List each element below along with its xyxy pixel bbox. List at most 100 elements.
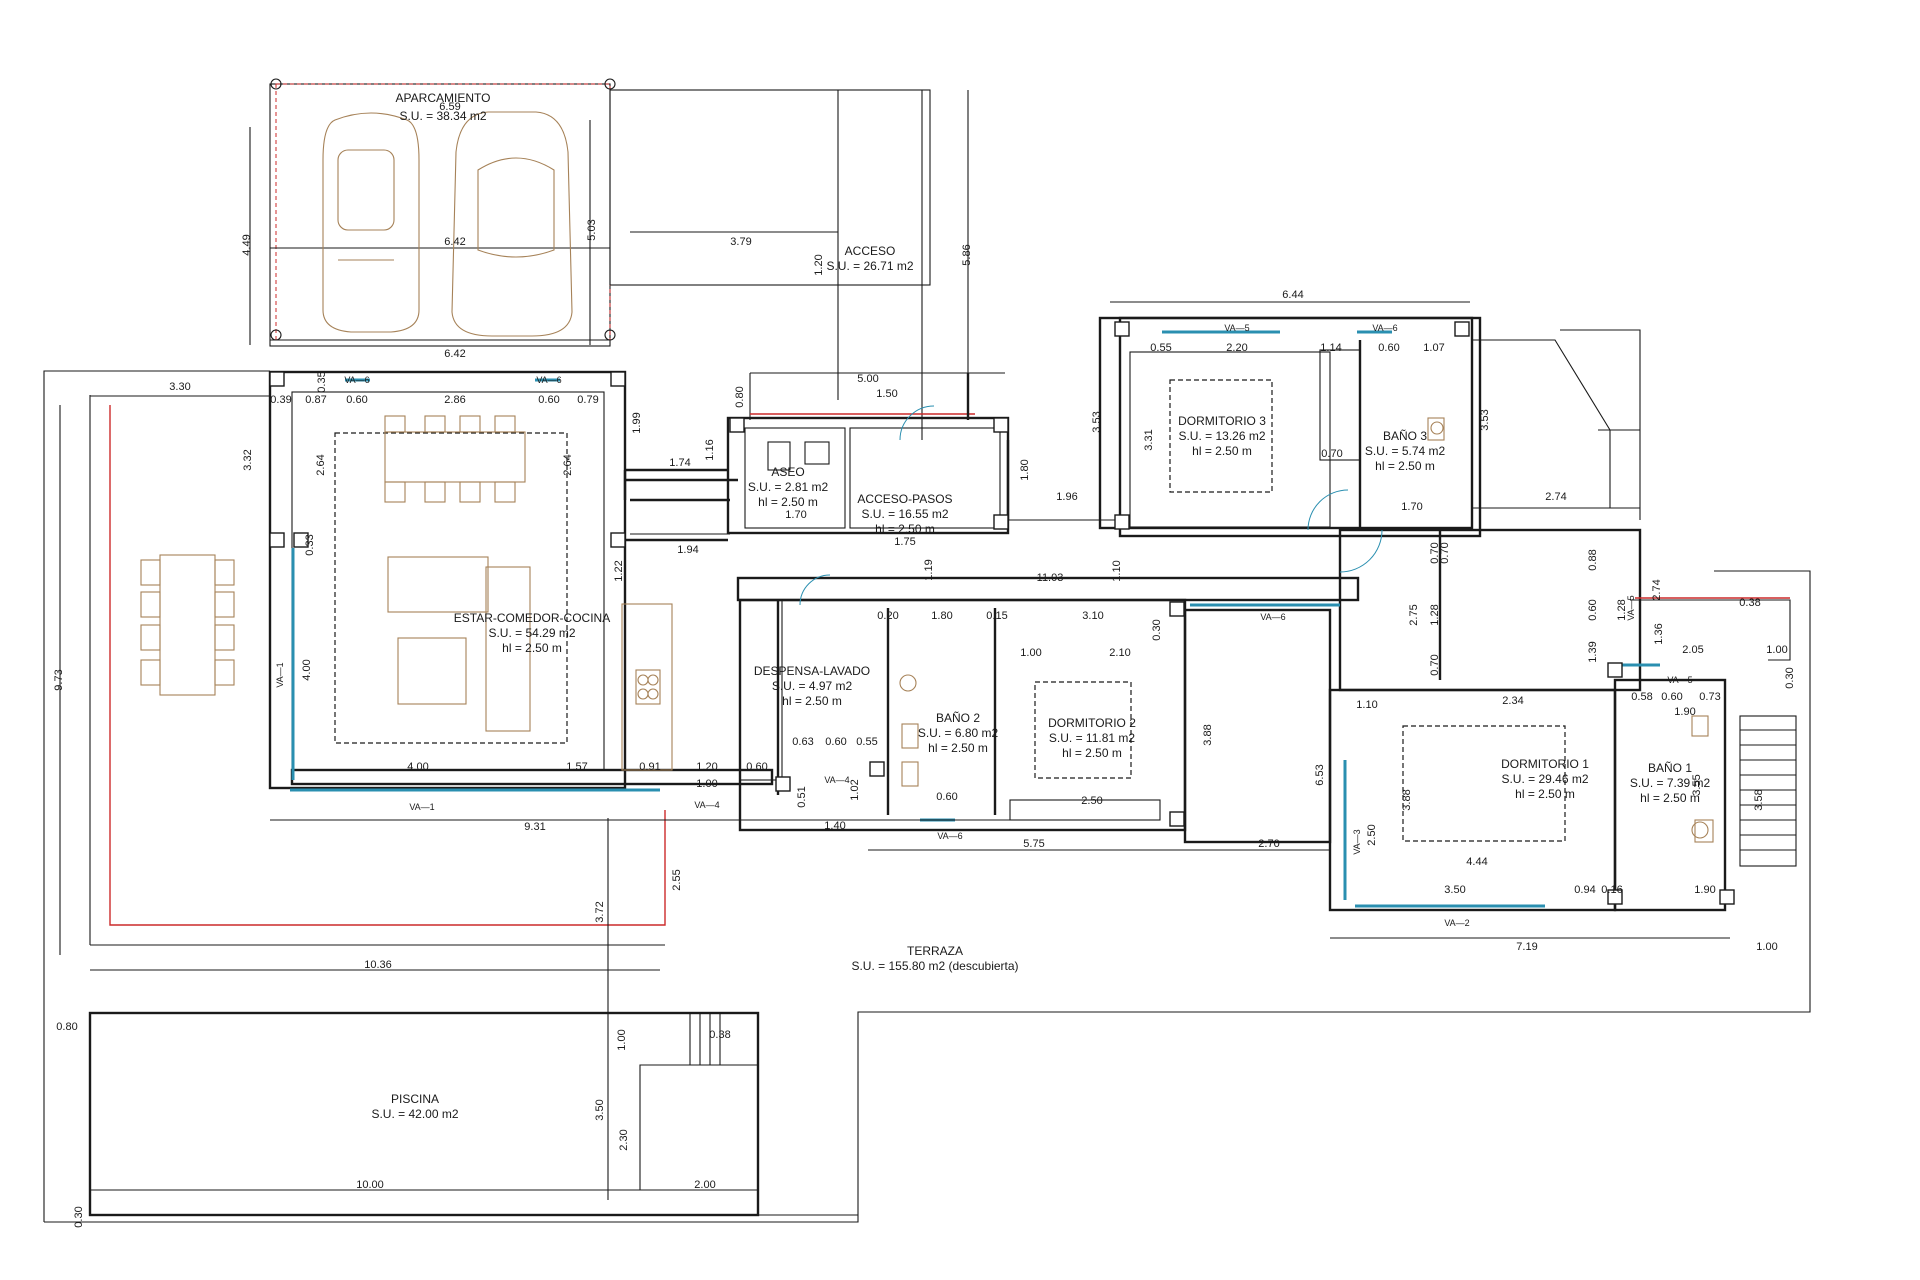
dimension-labels: 6.59 6.42 6.42 4.49 5.03 3.79 1.20 5.86 … — [53, 101, 1796, 1228]
dimension-lines — [59, 231, 1620, 971]
dim-11-03: 11.03 — [1037, 572, 1064, 584]
va5-tag-a: VA—5 — [1224, 323, 1249, 333]
dim-3-53a: 3.53 — [1091, 411, 1103, 432]
dim-2-55: 2.55 — [671, 869, 683, 890]
window-tags: VA—1 VA—1 VA—6 VA—6 VA—4 VA—4 VA—6 VA—5 … — [275, 323, 1693, 928]
va4-tag-a: VA—4 — [694, 800, 719, 810]
kitchen-counter-icon — [621, 603, 673, 771]
va5-tag-b: VA—5 — [1667, 675, 1692, 685]
dim-0-60h: 0.60 — [1661, 691, 1682, 703]
dim-0-79: 0.79 — [577, 394, 598, 406]
room-labels: APARCAMIENTO S.U. = 38.34 m2 ACCESO S.U.… — [371, 91, 1710, 1121]
dim-0-51: 0.51 — [796, 786, 808, 807]
dim-2-50b: 2.50 — [1366, 824, 1378, 845]
dim-2-05: 2.05 — [1682, 644, 1703, 656]
dim-0-60b: 0.60 — [538, 394, 559, 406]
aparcamiento-area: S.U. = 38.34 m2 — [399, 109, 486, 123]
dim-2-86: 2.86 — [444, 394, 465, 406]
dim-2-50a: 2.50 — [1081, 795, 1102, 807]
dim-1-28b: 1.28 — [1616, 599, 1628, 620]
dim-0-60e: 0.60 — [825, 736, 846, 748]
dim-3-31: 3.31 — [1143, 429, 1155, 450]
dim-0-20: 0.20 — [877, 610, 898, 622]
dim-3-72: 3.72 — [594, 901, 606, 922]
dim-5-00: 5.00 — [857, 373, 878, 385]
dim-3-10: 3.10 — [1082, 610, 1103, 622]
va1-tag-a: VA—1 — [275, 662, 285, 687]
bano2-name: BAÑO 2 — [936, 711, 980, 725]
dim-7-19: 7.19 — [1516, 941, 1537, 953]
dormitorio1-area: S.U. = 29.46 m2 — [1501, 772, 1588, 786]
dim-6-42-bot: 6.42 — [444, 348, 465, 360]
dim-1-36: 1.36 — [1653, 623, 1665, 644]
dim-9-31: 9.31 — [524, 821, 545, 833]
va2-tag: VA—2 — [1444, 918, 1469, 928]
dormitorio2-name: DORMITORIO 2 — [1048, 716, 1136, 730]
dim-0-55b: 0.55 — [856, 736, 877, 748]
dim-6-53: 6.53 — [1314, 764, 1326, 785]
dim-3-55: 3.55 — [1691, 774, 1703, 795]
door-arcs — [799, 405, 1383, 606]
dim-3-50: 3.50 — [1444, 884, 1465, 896]
dim-1-07: 1.07 — [1423, 342, 1444, 354]
acceso-area: S.U. = 26.71 m2 — [826, 259, 913, 273]
va6-tag-c: VA—6 — [937, 831, 962, 841]
va6-tag-a: VA—6 — [344, 375, 369, 385]
dormitorio2-height: hl = 2.50 m — [1062, 746, 1122, 760]
dim-6-59: 6.59 — [439, 101, 460, 113]
dim-9-73: 9.73 — [53, 669, 65, 690]
dim-3-88: 3.88 — [1202, 724, 1214, 745]
dim-5-75: 5.75 — [1023, 838, 1044, 850]
dim-1-90a: 1.90 — [1674, 706, 1695, 718]
dim-5-86: 5.86 — [961, 244, 973, 265]
aseo-name: ASEO — [771, 465, 804, 479]
dim-2-00: 2.00 — [694, 1179, 715, 1191]
dormitorio1-height: hl = 2.50 m — [1515, 787, 1575, 801]
dim-4-00v: 4.00 — [301, 659, 313, 680]
terraza-area: S.U. = 155.80 m2 (descubierta) — [851, 959, 1018, 973]
va5-tag-c: VA—5 — [1626, 595, 1636, 620]
dim-1-90b: 1.90 — [1694, 884, 1715, 896]
dim-0-60a: 0.60 — [346, 394, 367, 406]
dim-0-60f: 0.60 — [936, 791, 957, 803]
dim-2-74b: 2.74 — [1651, 579, 1663, 600]
bedroom2-block — [738, 598, 1332, 844]
bano2-height: hl = 2.50 m — [928, 741, 988, 755]
terraza-name: TERRAZA — [907, 944, 963, 958]
dim-0-88: 0.88 — [1587, 549, 1599, 570]
va4-tag-b: VA—4 — [824, 775, 849, 785]
pool — [88, 1011, 760, 1217]
bano1-name: BAÑO 1 — [1648, 761, 1692, 775]
estar-height: hl = 2.50 m — [502, 641, 562, 655]
dim-4-49: 4.49 — [241, 234, 253, 255]
dormitorio3-area: S.U. = 13.26 m2 — [1178, 429, 1265, 443]
dim-1-00e: 1.00 — [616, 1029, 628, 1050]
acceso-pasos-name: ACCESO-PASOS — [857, 492, 952, 506]
dim-1-20b: 1.20 — [696, 761, 717, 773]
dim-3-50b: 3.50 — [594, 1099, 606, 1120]
dim-2-70: 2.70 — [1258, 838, 1279, 850]
sofa-icon — [387, 556, 531, 732]
dim-0-38b: 0.38 — [709, 1029, 730, 1041]
dim-3-30: 3.30 — [169, 381, 190, 393]
dim-0-70b: 0.70 — [1429, 542, 1441, 563]
dim-2-64b: 2.64 — [562, 454, 574, 475]
dim-3-79: 3.79 — [730, 236, 751, 248]
dim-0-60d: 0.60 — [746, 761, 767, 773]
dim-0-60c: 0.60 — [1378, 342, 1399, 354]
dim-1-10a: 1.10 — [1111, 560, 1123, 581]
dim-1-70b: 1.70 — [1401, 501, 1422, 513]
dim-2-75: 2.75 — [1408, 604, 1420, 625]
despensa-area: S.U. = 4.97 m2 — [772, 679, 853, 693]
aseo-area: S.U. = 2.81 m2 — [748, 480, 829, 494]
structural-pillars — [269, 321, 1735, 905]
va6-tag-d: VA—6 — [1372, 323, 1397, 333]
dormitorio2-area: S.U. = 11.81 m2 — [1049, 731, 1135, 745]
acceso-pasos-height: hl = 2.50 m — [875, 522, 935, 536]
dim-2-74: 2.74 — [1545, 491, 1566, 503]
dim-1-00c: 1.00 — [1766, 644, 1787, 656]
dim-1-99: 1.99 — [631, 412, 643, 433]
dim-0-70a: 0.70 — [1321, 448, 1342, 460]
living-block — [268, 370, 774, 790]
